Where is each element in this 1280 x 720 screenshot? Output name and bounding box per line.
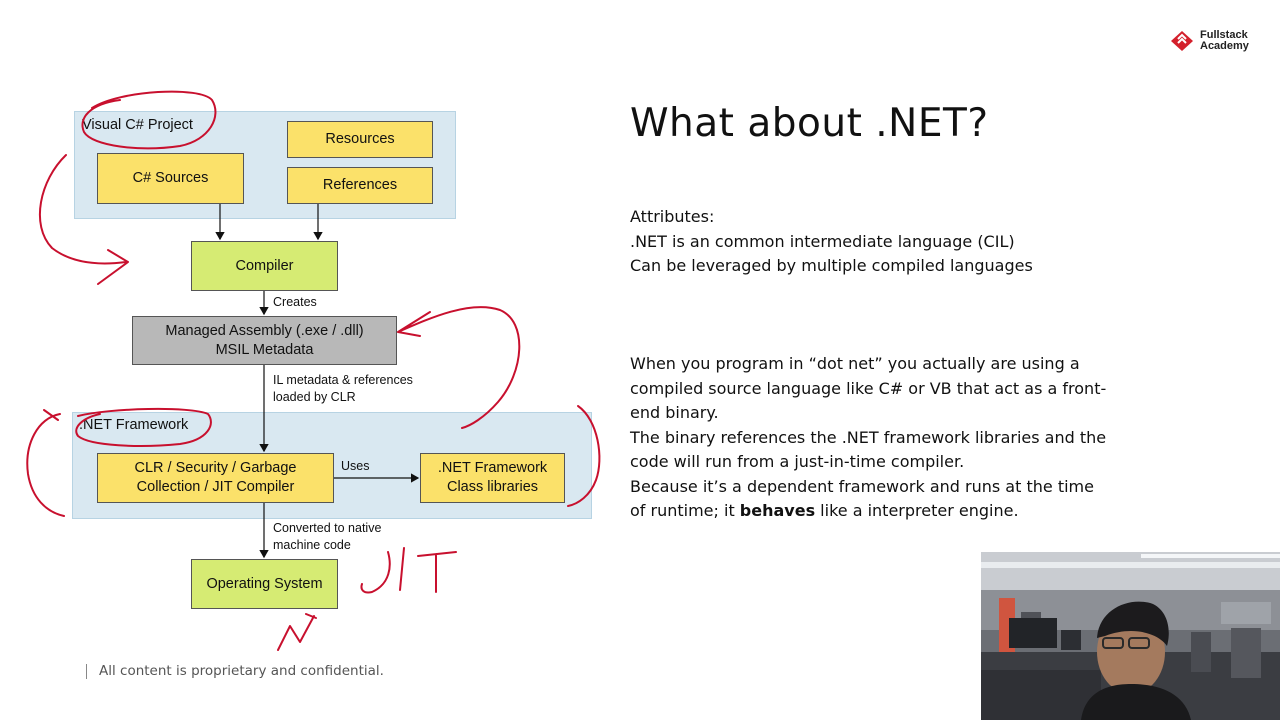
il-metadata-note-line1: IL metadata & references: [273, 373, 413, 387]
handwritten-n: [277, 613, 317, 651]
il-metadata-note-line2: loaded by CLR: [273, 390, 356, 404]
logo-text: Fullstack Academy: [1200, 30, 1249, 52]
explanation-line-7-bold: behaves: [739, 501, 816, 520]
confidentiality-footer: All content is proprietary and confident…: [86, 663, 384, 679]
attributes-heading: Attributes:: [630, 207, 715, 226]
logo-text-line1: Fullstack: [1200, 29, 1248, 41]
uses-label: Uses: [341, 459, 370, 473]
footer-divider: [86, 663, 87, 679]
explanation-line-7-prefix: of runtime; it: [630, 501, 740, 520]
net-framework-label: .NET Framework: [79, 417, 189, 433]
logo-text-line2: Academy: [1200, 40, 1249, 52]
clr-line2: Collection / JIT Compiler: [136, 479, 295, 495]
curved-arrow-right: [397, 306, 521, 429]
clr-box: CLR / Security / Garbage Collection / JI…: [97, 453, 334, 503]
webcam-scene: [981, 552, 1280, 720]
csharp-sources-box: C# Sources: [97, 153, 244, 204]
explanation-line-7: of runtime; it behaves like a interprete…: [630, 499, 1106, 524]
csharp-sources-label: C# Sources: [132, 170, 209, 186]
explanation-line-5: code will run from a just-in-time compil…: [630, 452, 965, 471]
explanation-line-1: When you program in “dot net” you actual…: [630, 354, 1080, 373]
attributes-line-2: Can be leveraged by multiple compiled la…: [630, 256, 1033, 275]
managed-assembly-line1: Managed Assembly (.exe / .dll): [165, 322, 364, 339]
fullstack-logo-icon: [1171, 31, 1193, 51]
slide-title: What about .NET?: [630, 101, 989, 146]
compiler-box: Compiler: [191, 241, 338, 291]
bracket-left-framework: [26, 409, 65, 517]
fullstack-academy-logo: Fullstack Academy: [1170, 30, 1249, 52]
class-libraries-line1: .NET Framework: [437, 460, 548, 476]
attributes-line-1: .NET is an common intermediate language …: [630, 231, 1015, 251]
converted-note-line1: Converted to native: [273, 521, 382, 535]
references-box: References: [287, 167, 433, 204]
explanation-line-4: The binary references the .NET framework…: [630, 427, 1107, 447]
presenter-webcam-video: [981, 552, 1280, 720]
visual-csharp-project-label: Visual C# Project: [82, 117, 193, 133]
resources-label: Resources: [325, 131, 395, 147]
resources-box: Resources: [287, 121, 433, 158]
compiler-label: Compiler: [235, 257, 294, 274]
explanation-block: When you program in “dot net” you actual…: [630, 352, 1106, 524]
operating-system-label: Operating System: [206, 575, 323, 592]
clr-line1: CLR / Security / Garbage: [134, 460, 297, 476]
converted-note: Converted to native machine code: [273, 520, 381, 554]
converted-note-line2: machine code: [273, 538, 351, 552]
class-libraries-box: .NET Framework Class libraries: [420, 453, 565, 503]
explanation-line-7-suffix: like a interpreter engine.: [815, 501, 1019, 520]
il-metadata-note: IL metadata & references loaded by CLR: [273, 372, 413, 406]
class-libraries-line2: Class libraries: [446, 479, 539, 495]
creates-label: Creates: [273, 295, 317, 309]
managed-assembly-line2: MSIL Metadata: [215, 341, 314, 358]
operating-system-box: Operating System: [191, 559, 338, 609]
handwritten-jit: [360, 547, 457, 594]
explanation-line-6: Because it’s a dependent framework and r…: [630, 476, 1094, 496]
explanation-line-3: end binary.: [630, 403, 719, 422]
attributes-block: Attributes: .NET is an common intermedia…: [630, 205, 1033, 279]
explanation-line-2: compiled source language like C# or VB t…: [630, 378, 1107, 398]
managed-assembly-box: Managed Assembly (.exe / .dll) MSIL Meta…: [132, 316, 397, 365]
footer-text: All content is proprietary and confident…: [99, 663, 384, 679]
references-label: References: [322, 177, 398, 193]
